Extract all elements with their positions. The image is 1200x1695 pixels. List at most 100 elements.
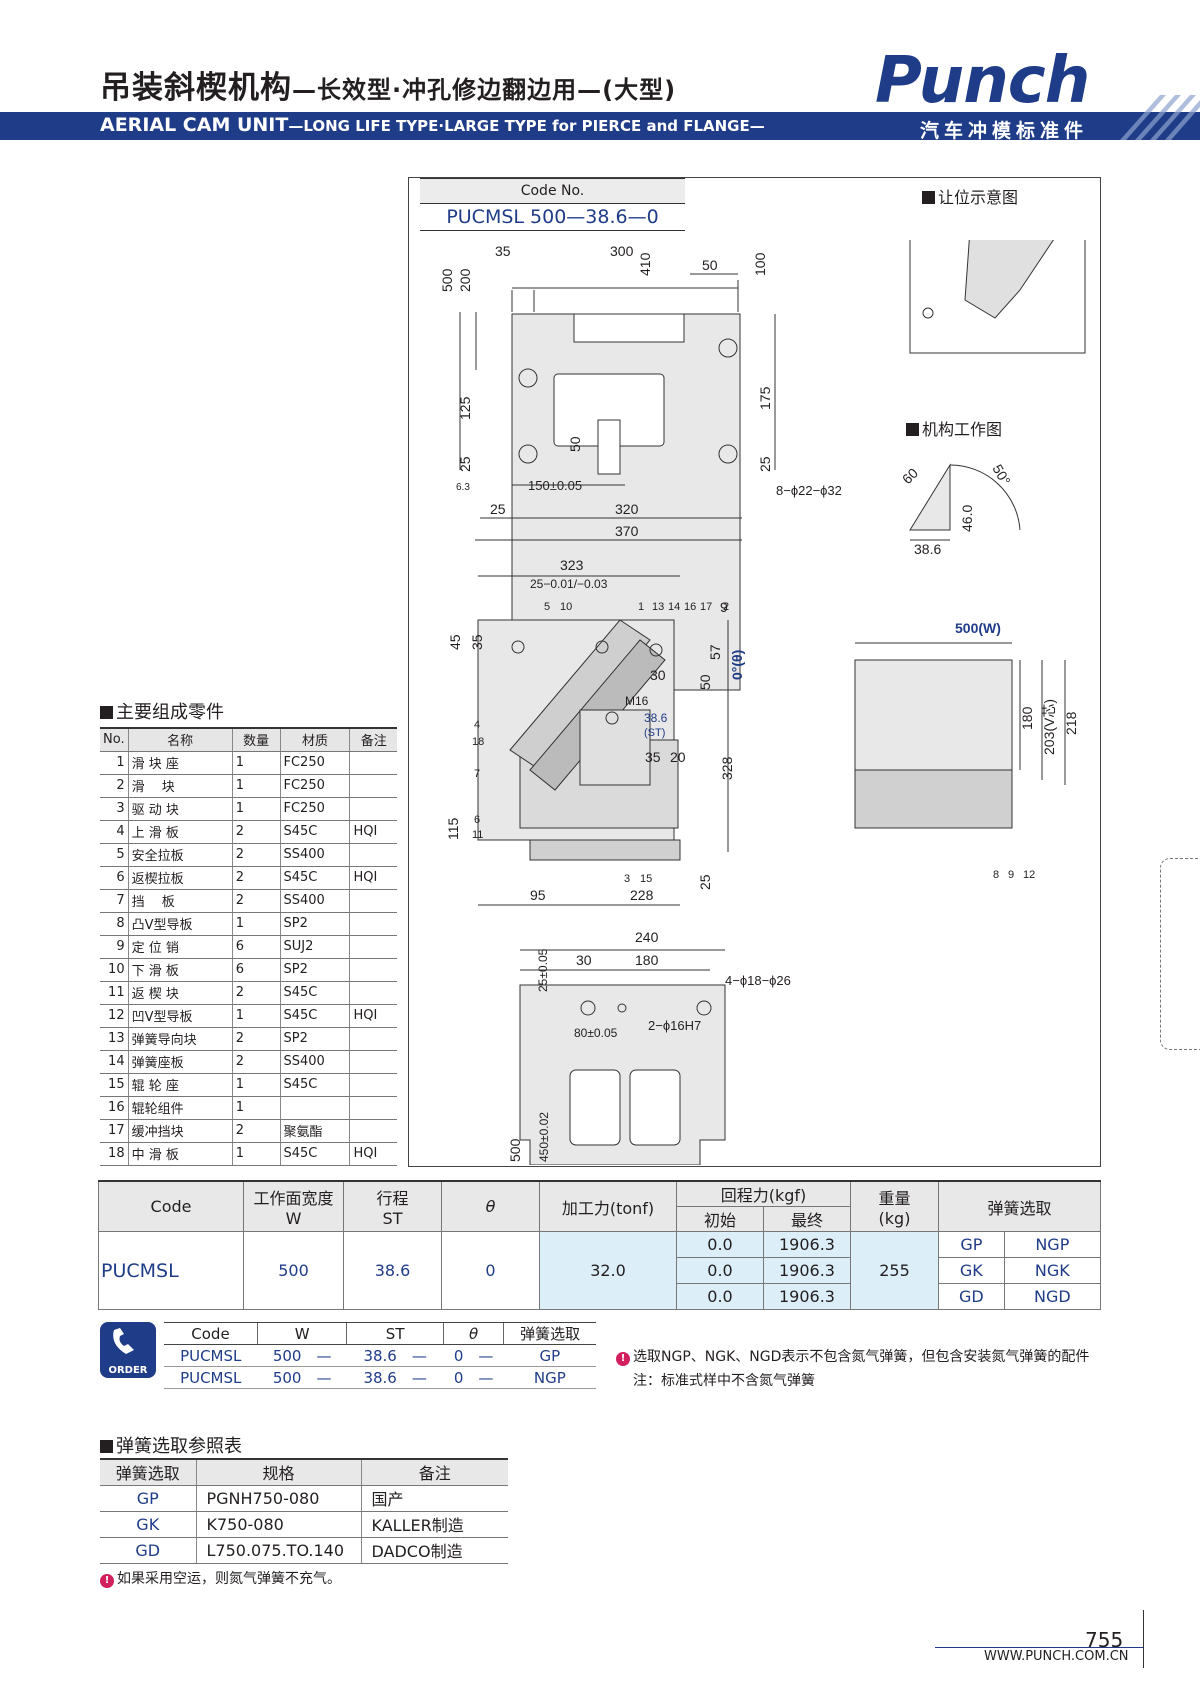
parts-cell: HQI — [349, 866, 397, 890]
callout-14: 14 — [668, 601, 680, 613]
parts-cell: 2 — [100, 774, 129, 798]
section-parts: 主要组成零件 — [100, 698, 224, 724]
parts-cell: 18 — [100, 1142, 129, 1166]
stroke-cell: 38.6 — [343, 1231, 442, 1310]
spring-note: !如果采用空运，则氮气弹簧不充气。 — [100, 1568, 341, 1588]
spring-opt: NGK — [1003, 1257, 1102, 1284]
parts-cell: 3 — [100, 797, 129, 821]
dim-top-13: 150±0.05 — [528, 478, 582, 493]
order-cell: NGP — [503, 1366, 596, 1389]
parts-cell: 定 位 销 — [127, 935, 233, 959]
callout-8: 8 — [993, 869, 999, 881]
ret-final-3: 1906.3 — [763, 1283, 851, 1310]
order-theta: 0 — [453, 1369, 464, 1387]
order-icon: ORDER — [100, 1322, 156, 1378]
parts-cell: 2 — [231, 1027, 280, 1051]
dim-mid-1: 323 — [560, 557, 584, 573]
parts-cell — [349, 1119, 397, 1143]
order-h: 弹簧选取 — [503, 1322, 596, 1345]
h-weight-2: (kg) — [878, 1209, 911, 1228]
callout-1: 1 — [638, 601, 644, 613]
dim-mid-14: 115 — [445, 817, 461, 840]
callout-18: 18 — [472, 736, 484, 748]
parts-cell: 11 — [100, 981, 129, 1005]
parts-header: 数量 — [231, 727, 280, 752]
spring-opt: GP — [938, 1231, 1005, 1258]
order-theta: 0 — [453, 1347, 464, 1365]
dim-mid-15: 25 — [697, 874, 713, 890]
dim-top-5: 100 — [752, 252, 768, 276]
brand-logo: Punch — [875, 44, 1090, 118]
order-note-1: !选取NGP、NGK、NGD表示不包含氮气弹簧，但包含安装氮气弹簧的配件 — [616, 1346, 1089, 1366]
code-label: Code No. — [420, 178, 685, 204]
dim-mid-7: 30 — [650, 667, 666, 683]
dim-top-14: 25 — [490, 501, 506, 517]
parts-cell: 5 — [100, 843, 129, 867]
callout-12: 12 — [1023, 869, 1035, 881]
theta-cell: 0 — [441, 1231, 540, 1310]
dim-mech-3: 50° — [989, 462, 1013, 488]
parts-cell: 1 — [231, 1096, 280, 1120]
footer-rule-v — [1143, 1610, 1144, 1668]
parts-cell: SP2 — [279, 912, 350, 936]
parts-cell: 2 — [231, 889, 280, 913]
parts-cell: 中 滑 板 — [127, 1142, 233, 1166]
parts-cell: S45C — [279, 1142, 350, 1166]
dim-stroke: 38.6 — [644, 711, 668, 725]
parts-cell: SP2 — [279, 958, 350, 982]
order-h: θ — [442, 1322, 504, 1345]
parts-cell: 下 滑 板 — [127, 958, 233, 982]
spring-h: 备注 — [360, 1458, 508, 1486]
bottom-view: 240 30 180 25±0.05 4−ϕ18−ϕ26 80±0.05 2−ϕ… — [507, 929, 791, 1165]
parts-cell: 凹V型导板 — [127, 1004, 233, 1028]
parts-cell: 1 — [231, 774, 280, 798]
h-force: 加工力(tonf) — [539, 1180, 677, 1232]
dim-theta: 0°(θ) — [729, 650, 745, 680]
spring-cell: K750-080 — [195, 1511, 361, 1538]
dim-top-2: 300 — [610, 243, 634, 259]
force-cell: 32.0 — [539, 1231, 677, 1310]
parts-cell — [349, 912, 397, 936]
parts-cell: 聚氨酯 — [279, 1119, 350, 1143]
spring-cell: GD — [100, 1537, 196, 1564]
ret-final-1: 1906.3 — [763, 1231, 851, 1258]
callout-17: 17 — [700, 601, 712, 613]
order-cell: PUCMSL — [164, 1344, 258, 1367]
note-text: 如果采用空运，则氮气弹簧不充气。 — [117, 1571, 341, 1587]
dim-top-7: 200 — [457, 268, 473, 292]
parts-cell: 6 — [100, 866, 129, 890]
weight-cell: 255 — [850, 1231, 939, 1310]
dim-mid-2: 25−0.01/−0.03 — [530, 577, 608, 591]
callout-3: 3 — [624, 873, 630, 885]
side-view: 500(W) 180 203(V芯) 218 — [854, 620, 1079, 829]
ret-init-2: 0.0 — [676, 1257, 764, 1284]
dim-top-9: 175 — [757, 386, 773, 410]
parts-cell: 15 — [100, 1073, 129, 1097]
dim-top-16: 370 — [615, 523, 639, 539]
parts-cell: 滑 块 — [127, 774, 233, 798]
dim-bot-1: 240 — [635, 929, 659, 945]
parts-cell: 13 — [100, 1027, 129, 1051]
parts-cell: 2 — [231, 820, 280, 844]
spring-cell: GK — [100, 1511, 196, 1538]
dim-top-15: 320 — [615, 501, 639, 517]
front-view: 323 25−0.01/−0.03 9 57 0°(θ) 45 35 30 50… — [445, 557, 1035, 906]
dim-mech-4: 38.6 — [914, 541, 941, 557]
dim-mid-5: 45 — [447, 634, 463, 650]
parts-header: 名称 — [127, 727, 233, 752]
parts-cell: 1 — [231, 1142, 280, 1166]
page-number: 755 — [1085, 1628, 1124, 1652]
parts-cell — [349, 889, 397, 913]
parts-cell: FC250 — [279, 774, 350, 798]
parts-cell: SUJ2 — [279, 935, 350, 959]
dim-bot-3: 180 — [635, 952, 659, 968]
parts-cell — [349, 1073, 397, 1097]
